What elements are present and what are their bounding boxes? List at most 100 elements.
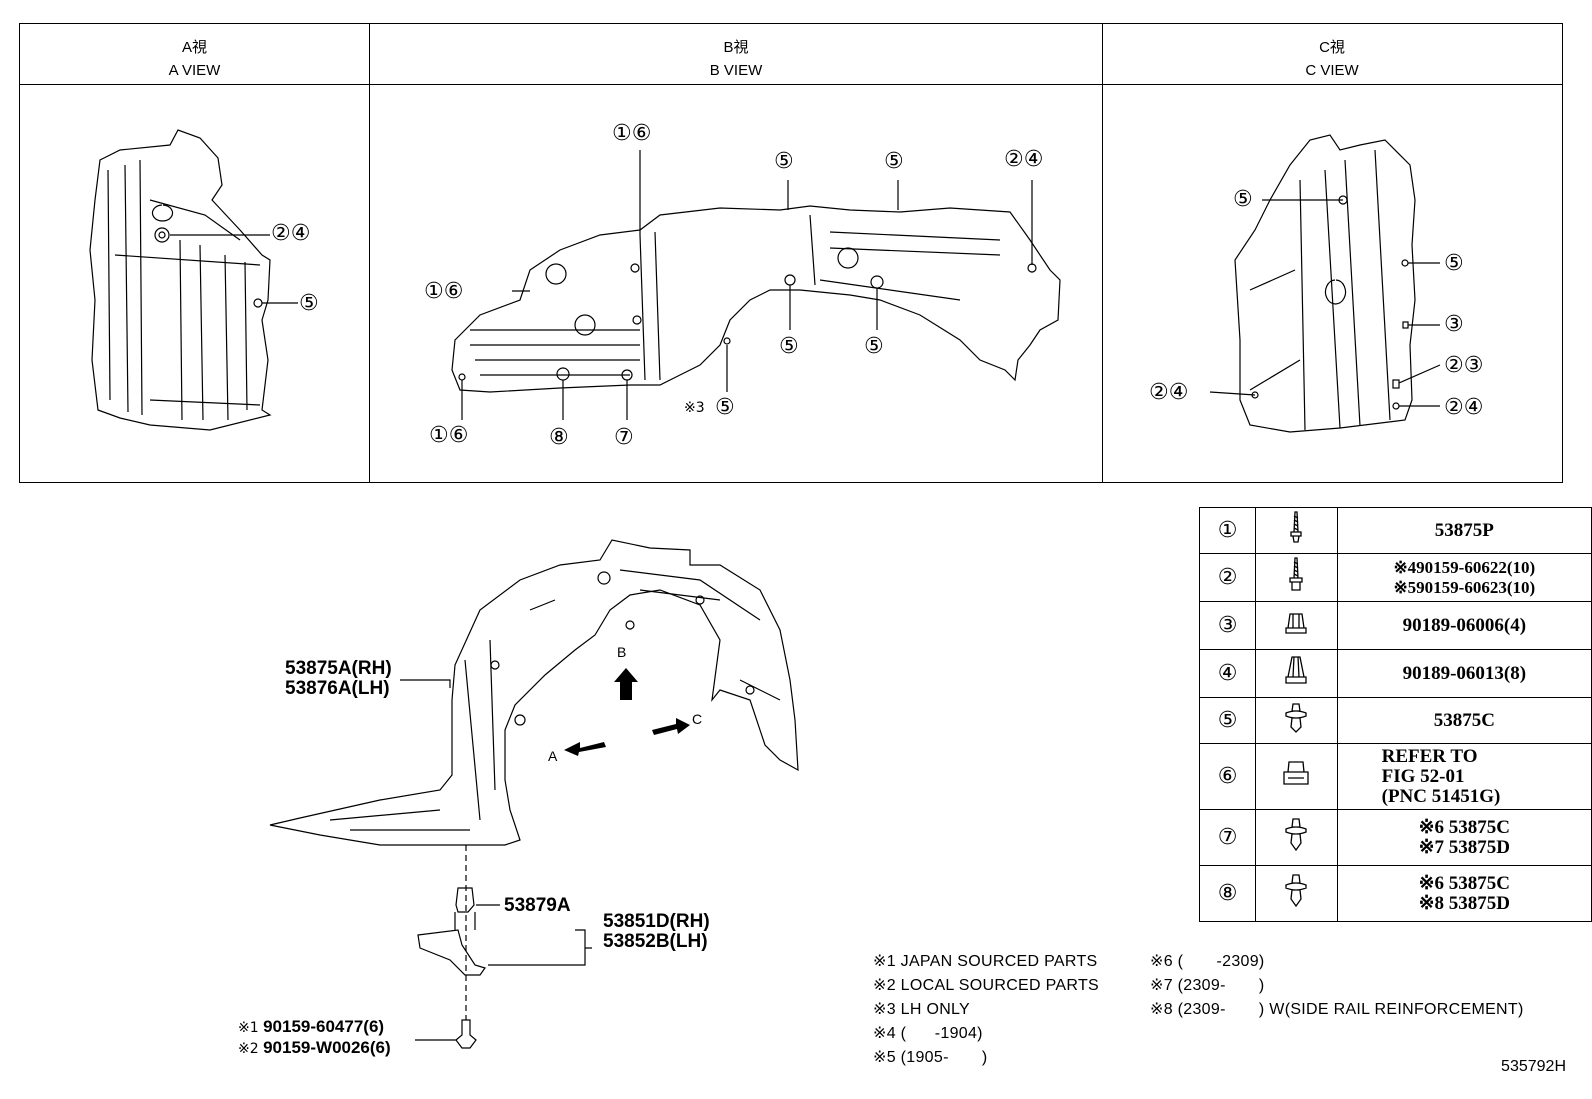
callout-a-24: ②④ [271,221,311,246]
footnote: ※1 JAPAN SOURCED PARTS [873,953,1098,970]
arrow-a-label: A [548,748,558,764]
callout-c-23: ②③ [1444,353,1484,378]
main-fender-liner-drawing [269,539,799,846]
arrow-b-icon [614,668,638,700]
footnote: ※3 LH ONLY [873,1001,971,1018]
callout-b-5-mid2: ⑤ [864,334,884,359]
legend-part: ※490159-60622(10)※590159-60623(10) [1336,553,1592,602]
view-b-jp: B視 [723,39,749,56]
clip-part-number: 53879A [504,895,571,916]
footnote: ※8 (2309- ) W(SIDE RAIL REINFORCEMENT) [1150,1001,1524,1018]
legend-row: ② ※490159-60622(10)※590159-60623(10) [1198,553,1592,602]
a-view-liner-drawing [89,129,272,431]
liner-part-label: 53875A(RH) 53876A(LH) [285,659,392,699]
view-divider [1102,23,1103,483]
legend-row: ③ 90189-06006(4) [1198,601,1592,650]
footnote: ※7 (2309- ) [1150,977,1265,994]
bracket-drawing [417,929,486,976]
bolt1-number: 90159-60477(6) [263,1017,385,1036]
view-divider [369,23,370,483]
callout-c-24-right: ②④ [1444,395,1484,420]
legend-line: ※7 53875D [1418,836,1511,858]
view-c-jp: C視 [1319,39,1345,56]
figure-code: 535792H [1501,1058,1566,1075]
callout-c-24-left: ②④ [1149,380,1189,405]
push-clip-icon [1255,865,1338,922]
legend-line: 53875C [1433,709,1495,731]
view-a-jp: A視 [181,39,207,56]
retainer-icon [1255,743,1338,810]
callout-b-24: ②④ [1004,147,1044,172]
arrow-c-icon [652,718,690,735]
view-header-divider [19,84,1563,85]
legend-part: ※6 53875C※8 53875D [1336,865,1592,922]
legend-line: ※490159-60622(10) [1393,557,1536,577]
callout-b-5-top1: ⑤ [774,149,794,174]
legend-num: ⑥ [1198,743,1257,810]
legend-row: ① 53875P [1198,507,1592,554]
view-b-en: B VIEW [709,62,763,79]
screw-icon [1255,507,1338,554]
callout-b-7: ⑦ [614,425,634,450]
footnotes-left: ※1 JAPAN SOURCED PARTS ※2 LOCAL SOURCED … [873,950,1099,1070]
legend-part: ※6 53875C※7 53875D [1336,809,1592,866]
nut-tall-icon [1255,649,1338,698]
c-view-liner-drawing [1234,134,1416,433]
bolt2-number: 90159-W0026(6) [263,1038,391,1057]
callout-b-mark-3: ※3 [684,400,705,416]
legend-row: ⑤ 53875C [1198,697,1592,744]
callout-c-3: ③ [1444,312,1464,337]
legend-row: ⑧ ※6 53875C※8 53875D [1198,865,1592,922]
callout-b-5-mid1: ⑤ [779,334,799,359]
callout-b-8: ⑧ [549,425,569,450]
bolt2-mark: ※2 [238,1041,259,1057]
view-a-en: A VIEW [168,62,221,79]
bolt-drawing [455,1019,477,1049]
callout-b-5-top2: ⑤ [884,149,904,174]
bracket-part-label: 53851D(RH) 53852B(LH) [603,912,710,952]
callout-b-16-bottom: ①⑥ [429,423,469,448]
liner-rh-number: 53875A(RH) [285,658,392,679]
bracket-rh-number: 53851D(RH) [603,911,710,932]
legend-num: ① [1198,507,1257,554]
bolt-icon [1255,553,1338,602]
callout-c-5-top: ⑤ [1233,187,1253,212]
footnote: ※4 ( -1904) [873,1025,983,1042]
bolt-part-label: ※1 90159-60477(6) ※2 90159-W0026(6) [238,1017,391,1059]
legend-line: ※8 53875D [1418,892,1511,914]
footnotes-right: ※6 ( -2309) ※7 (2309- ) ※8 (2309- ) W(SI… [1150,950,1524,1022]
liner-lh-number: 53876A(LH) [285,678,390,699]
direction-arrows [564,668,690,756]
arrow-c-label: C [692,711,703,727]
legend-line: (PNC 51451G) [1381,785,1501,807]
view-c-en: C VIEW [1305,62,1359,79]
view-b-header: B視 B VIEW [370,36,1102,82]
arrow-a-icon [564,742,606,756]
fastener-legend-table: ① 53875P ② ※490159-60622(10)※590159-6062… [1198,507,1592,922]
push-clip-icon [1255,809,1338,866]
legend-part: 53875P [1336,507,1592,554]
callout-c-5-right: ⑤ [1444,251,1464,276]
legend-line: ※590159-60623(10) [1393,577,1536,597]
b-view-liner-drawing [451,205,1061,393]
legend-row: ④ 90189-06013(8) [1198,649,1592,698]
legend-line: 53875P [1434,519,1494,541]
legend-line: ※6 53875C [1418,816,1511,838]
legend-part: 90189-06006(4) [1336,601,1592,650]
legend-num: ⑧ [1198,865,1257,922]
legend-num: ② [1198,553,1257,602]
callout-b-5-lh: ⑤ [715,395,735,420]
legend-line: REFER TO [1381,745,1478,767]
footnote: ※5 (1905- ) [873,1049,988,1066]
legend-part: 90189-06013(8) [1336,649,1592,698]
clip-drawing [455,887,475,913]
legend-line: ※6 53875C [1418,872,1511,894]
legend-line: FIG 52-01 [1381,765,1465,787]
callout-b-16-left: ①⑥ [424,279,464,304]
legend-num: ③ [1198,601,1257,650]
legend-part: 53875C [1336,697,1592,744]
legend-num: ④ [1198,649,1257,698]
